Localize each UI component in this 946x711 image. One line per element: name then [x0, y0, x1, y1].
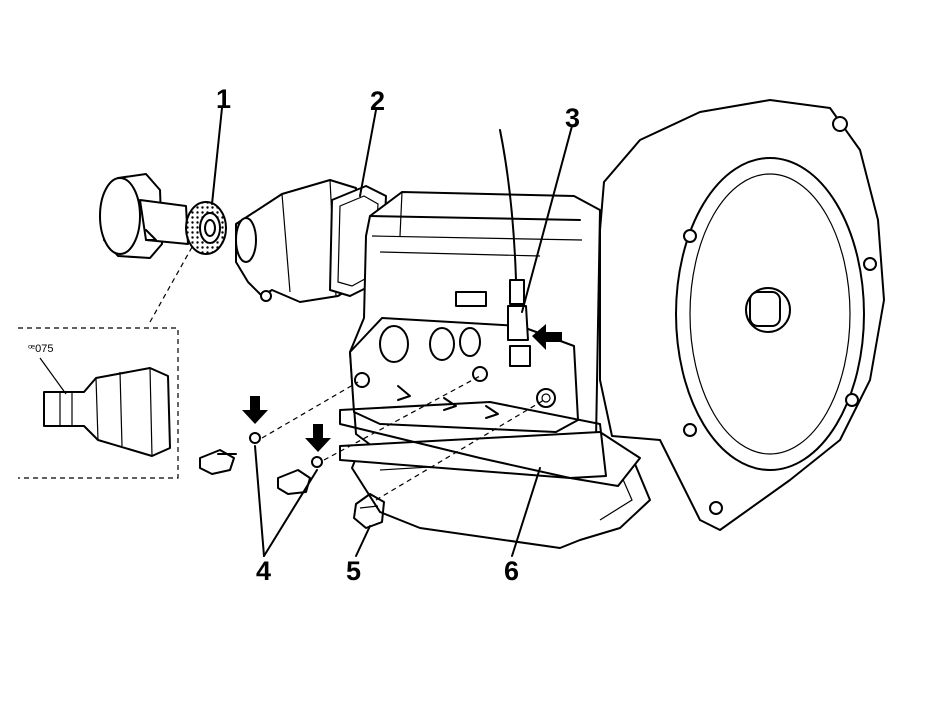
callout-3: 3 — [565, 103, 580, 133]
o-ring-left — [249, 432, 261, 444]
pan-gasket-part — [339, 401, 607, 479]
inset-part-code: ꟹ075 — [28, 343, 53, 355]
inset-detail: ꟹ075 — [18, 239, 197, 479]
bell-housing — [599, 99, 885, 531]
inset-filter-housing — [43, 367, 171, 457]
callout-5: 5 — [346, 556, 361, 586]
callout-2: 2 — [370, 86, 385, 116]
fitting-left — [199, 449, 237, 475]
oil-pan — [339, 431, 651, 549]
filter-screen-part — [185, 201, 227, 255]
output-flange — [99, 173, 189, 259]
arrow-left — [532, 324, 562, 350]
speedometer-cable — [499, 129, 529, 341]
drain-plug-part — [353, 493, 385, 529]
callout-6: 6 — [504, 556, 519, 586]
alignment-lines — [261, 375, 545, 501]
o-ring-right — [311, 456, 323, 468]
callout-1: 1 — [216, 84, 231, 114]
leader-lines — [211, 107, 573, 557]
fitting-right — [277, 469, 311, 495]
callout-4: 4 — [256, 556, 271, 586]
arrow-down-left — [242, 396, 268, 424]
extension-housing — [235, 179, 361, 303]
arrow-down-right — [305, 424, 331, 452]
